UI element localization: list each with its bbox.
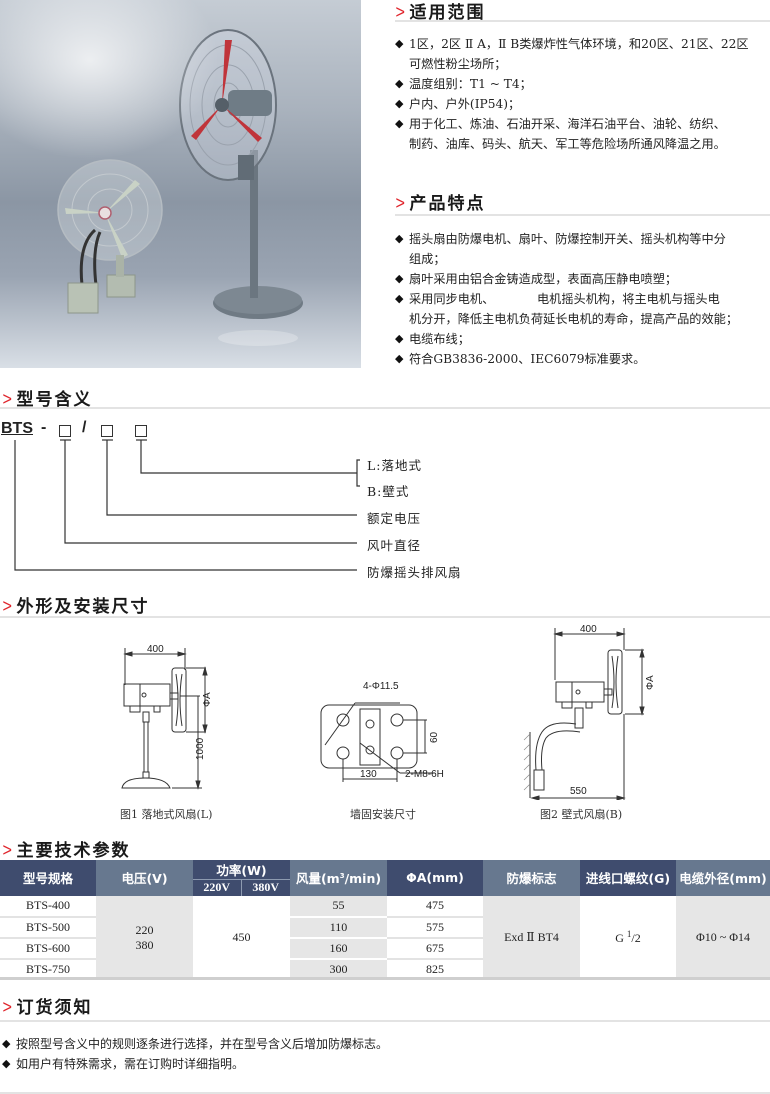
- product-photo: [0, 0, 361, 368]
- bottom-divider: [0, 1092, 770, 1094]
- diamond-bullet-icon: ◆: [395, 332, 404, 345]
- diamond-bullet-icon: ◆: [2, 1057, 11, 1070]
- svg-text:1000: 1000: [195, 737, 206, 760]
- svg-text:400: 400: [580, 624, 597, 635]
- label-floor-type: L:落地式: [367, 458, 423, 473]
- diamond-bullet-icon: ◆: [2, 1037, 11, 1050]
- header-power: 功率(W): [193, 860, 290, 880]
- list-item: ◆电缆布线；: [395, 329, 770, 349]
- diamond-bullet-icon: ◆: [395, 97, 404, 110]
- ex-mark-cell: Exd Ⅱ BT4: [483, 895, 580, 980]
- table-row: BTS-600 160 675: [0, 936, 770, 959]
- table-row: BTS-500 110 575: [0, 915, 770, 938]
- model-slash: /: [82, 419, 87, 436]
- label-wall-type: B:壁式: [367, 484, 410, 499]
- diamond-bullet-icon: ◆: [395, 37, 404, 50]
- section-header-features: >产品特点: [395, 193, 486, 214]
- mount-caption: 墙固安装尺寸: [350, 808, 416, 821]
- fan-photo-illustration: [57, 29, 303, 346]
- list-item: ◆按照型号含义中的规则逐条进行选择，并在型号含义后增加防爆标志。: [2, 1034, 702, 1054]
- list-item: ◆用于化工、炼油、石油开采、海洋石油平台、油轮、纺织、制药、油库、码头、航天、军…: [395, 114, 770, 154]
- svg-text:60: 60: [429, 731, 440, 743]
- model-leader-lines: [14, 439, 360, 571]
- diamond-bullet-icon: ◆: [395, 232, 404, 245]
- chevron-right-icon: >: [2, 389, 12, 409]
- chevron-right-icon: >: [395, 2, 405, 22]
- figure2-caption: 图2 壁式风扇(B): [540, 808, 623, 821]
- section-divider: [395, 214, 770, 216]
- section-header-dimensions: >外形及安装尺寸: [2, 596, 150, 617]
- wall-fan-drawing: 400 ΦA 550: [523, 624, 656, 800]
- header-power-220: 220V: [193, 879, 242, 896]
- section-divider: [395, 20, 770, 22]
- label-rated-voltage: 额定电压: [367, 511, 422, 526]
- header-cable: 电缆外径(mm): [676, 860, 770, 896]
- list-item: ◆温度组别：T1 ~ T4；: [395, 74, 770, 94]
- svg-text:2-M8-6H: 2-M8-6H: [405, 769, 444, 780]
- list-item: ◆户内、户外(IP54)；: [395, 94, 770, 114]
- order-notes-list: ◆按照型号含义中的规则逐条进行选择，并在型号含义后增加防爆标志。 ◆如用户有特殊…: [2, 1034, 702, 1074]
- model-prefix: BTS: [1, 420, 33, 437]
- section-header-model: >型号含义: [2, 389, 93, 410]
- model-dash: -: [41, 419, 47, 436]
- svg-text:400: 400: [147, 644, 164, 655]
- list-item: ◆摇头扇由防爆电机、扇叶、防爆控制开关、摇头机构等中分组成；: [395, 229, 770, 269]
- header-airflow: 风量(m3/min): [290, 860, 387, 896]
- list-item: ◆1区，2区 Ⅱ A，Ⅱ B类爆炸性气体环境，和20区、21区、22区可燃性粉尘…: [395, 34, 770, 74]
- label-blade-diameter: 风叶直径: [367, 538, 422, 553]
- header-diameter: ΦA(mm): [387, 860, 483, 896]
- power-cell: 450: [193, 895, 290, 980]
- diamond-bullet-icon: ◆: [395, 117, 404, 130]
- list-item: ◆采用同步电机、 电机摇头机构，将主电机与摇头电机分开，降低主电机负荷延长电机的…: [395, 289, 770, 329]
- section-header-scope: >适用范围: [395, 2, 486, 23]
- header-ex-mark: 防爆标志: [483, 860, 580, 896]
- chevron-right-icon: >: [2, 840, 12, 860]
- section-divider: [0, 616, 770, 618]
- diamond-bullet-icon: ◆: [395, 352, 404, 365]
- chevron-right-icon: >: [2, 997, 12, 1017]
- list-item: ◆扇叶采用由铝合金铸造成型，表面高压静电喷塑；: [395, 269, 770, 289]
- svg-text:ΦA: ΦA: [645, 675, 656, 690]
- label-product-name: 防爆摇头排风扇: [367, 565, 462, 580]
- list-item: ◆如用户有特殊需求，需在订购时详细指明。: [2, 1054, 702, 1074]
- model-placeholder-box: [135, 425, 147, 437]
- header-voltage: 电压(V): [96, 860, 193, 896]
- diamond-bullet-icon: ◆: [395, 292, 404, 305]
- wall-mount-plate-drawing: 4-Φ11.5 2-M8-6H 130 60: [320, 681, 444, 782]
- header-power-380: 380V: [241, 879, 290, 896]
- section-header-order: >订货须知: [2, 997, 93, 1018]
- cable-cell: Φ10 ~ Φ14: [676, 895, 770, 980]
- table-row: BTS-750 300 825: [0, 957, 770, 980]
- figure1-caption: 图1 落地式风扇(L): [120, 808, 213, 821]
- model-placeholder-box: [101, 425, 113, 437]
- svg-text:130: 130: [360, 769, 377, 780]
- svg-text:550: 550: [570, 786, 587, 797]
- diamond-bullet-icon: ◆: [395, 272, 404, 285]
- thread-cell: G 1/2: [580, 895, 676, 980]
- chevron-right-icon: >: [395, 193, 405, 213]
- chevron-right-icon: >: [2, 596, 12, 616]
- features-list: ◆摇头扇由防爆电机、扇叶、防爆控制开关、摇头机构等中分组成； ◆扇叶采用由铝合金…: [395, 229, 770, 369]
- scope-list: ◆1区，2区 Ⅱ A，Ⅱ B类爆炸性气体环境，和20区、21区、22区可燃性粉尘…: [395, 34, 770, 154]
- section-divider: [0, 1020, 770, 1022]
- header-model: 型号规格: [0, 860, 96, 896]
- section-divider: [0, 407, 770, 409]
- svg-text:4-Φ11.5: 4-Φ11.5: [363, 681, 399, 692]
- svg-text:ΦA: ΦA: [202, 692, 213, 707]
- model-placeholder-box: [59, 425, 71, 437]
- header-thread: 进线口螺纹(G): [580, 860, 676, 896]
- spec-table: 型号规格 电压(V) 功率(W) 风量(m3/min) ΦA(mm) 防爆标志 …: [0, 860, 770, 980]
- floor-fan-drawing: 400 ΦA 1000: [121, 644, 213, 790]
- list-item: ◆符合GB3836-2000、IEC6079标准要求。: [395, 349, 770, 369]
- diamond-bullet-icon: ◆: [395, 77, 404, 90]
- table-bottom-border: [0, 977, 770, 980]
- section-header-specs: >主要技术参数: [2, 840, 131, 861]
